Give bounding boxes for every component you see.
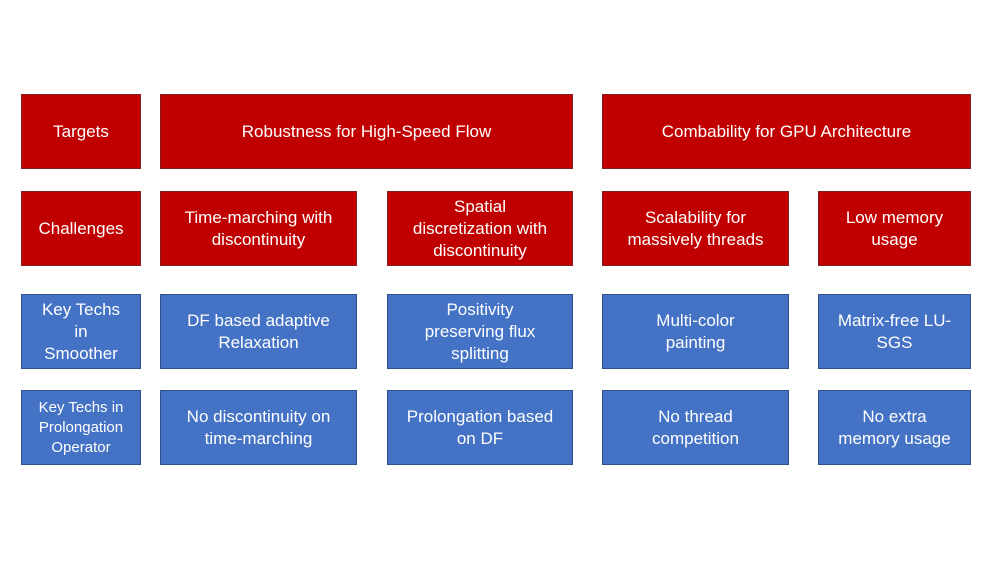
prolongation-label: Key Techs in Prolongation Operator — [21, 390, 141, 465]
tech-no-discontinuity: No discontinuity on time-marching — [160, 390, 357, 465]
targets-label: Targets — [21, 94, 141, 169]
tech-multi-color-painting: Multi-color painting — [602, 294, 789, 369]
challenge-spatial-discretization: Spatial discretization with discontinuit… — [387, 191, 573, 266]
target-combability: Combability for GPU Architecture — [602, 94, 971, 169]
tech-df-adaptive-relaxation: DF based adaptive Relaxation — [160, 294, 357, 369]
challenge-low-memory: Low memory usage — [818, 191, 971, 266]
tech-positivity-flux-splitting: Positivity preserving flux splitting — [387, 294, 573, 369]
tech-no-thread-competition: No thread competition — [602, 390, 789, 465]
target-robustness: Robustness for High-Speed Flow — [160, 94, 573, 169]
challenge-scalability: Scalability for massively threads — [602, 191, 789, 266]
smoother-label: Key Techs in Smoother — [21, 294, 141, 369]
challenge-time-marching: Time-marching with discontinuity — [160, 191, 357, 266]
tech-matrix-free-lu-sgs: Matrix-free LU- SGS — [818, 294, 971, 369]
challenges-label: Challenges — [21, 191, 141, 266]
tech-prolongation-based-on-df: Prolongation based on DF — [387, 390, 573, 465]
tech-no-extra-memory: No extra memory usage — [818, 390, 971, 465]
